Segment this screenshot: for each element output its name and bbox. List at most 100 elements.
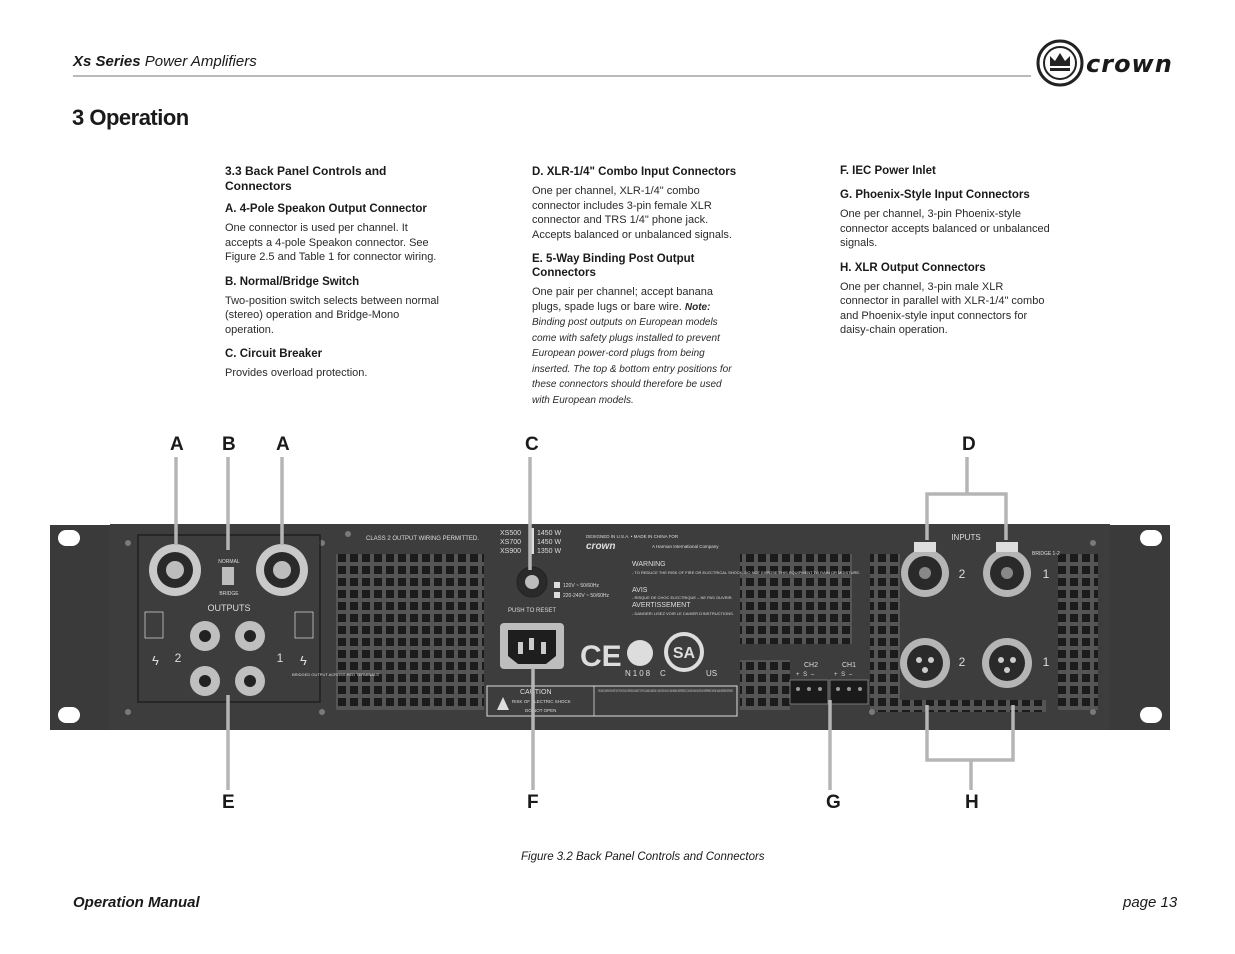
phoenix-ch1-pins: + S –	[834, 672, 853, 678]
item-g-text: One per channel, 3-pin Phoenix-style con…	[840, 208, 1050, 249]
output-xlr-ch2-label: 2	[959, 655, 966, 669]
avertissement-label: AVERTISSEMENT	[632, 602, 691, 609]
caution-text-2: DO NOT OPEN	[525, 708, 556, 713]
model-xs900: XS900	[500, 548, 521, 555]
caution-text-1: RISK OF ELECTRIC SHOCK	[512, 699, 571, 704]
crown-logo	[1036, 39, 1084, 87]
subsection-heading: 3.3 Back Panel Controls and Connectors	[225, 164, 387, 193]
caution-box	[486, 685, 738, 717]
footer-page-number: page 13	[1123, 894, 1178, 911]
text-column-2: D. XLR-1/4" Combo Input Connectors One p…	[532, 165, 742, 418]
harman-label: A Harman International Company	[652, 544, 719, 549]
panel-brand: crown	[586, 541, 615, 552]
text-column-1: 3.3 Back Panel Controls and Connectors A…	[225, 164, 440, 391]
running-header: Xs Series Power Amplifiers	[73, 53, 257, 70]
item-a-title: A. 4-Pole Speakon Output Connector	[225, 203, 427, 215]
svg-text:SA: SA	[673, 645, 696, 662]
callout-h: H	[965, 792, 979, 813]
inputs-label: INPUTS	[951, 533, 980, 542]
callout-e: E	[222, 792, 235, 813]
input-ch2-label: 2	[959, 567, 966, 581]
speakon-ch2	[149, 544, 201, 596]
vent-left	[336, 554, 484, 710]
callout-d: D	[962, 434, 976, 455]
ctick-mark	[627, 640, 653, 666]
switch-normal-label: NORMAL	[218, 559, 240, 565]
combo-input-ch2	[901, 542, 949, 597]
watts-xs700: 1450 W	[537, 539, 562, 546]
watts-xs900: 1350 W	[537, 548, 562, 555]
hazard-icon-left: ϟ	[152, 653, 159, 668]
warning-label: WARNING	[632, 561, 666, 568]
item-b-text: Two-position switch selects between norm…	[225, 294, 439, 336]
callout-b: B	[222, 434, 236, 455]
bridge-1-2-label: BRIDGE 1-2	[1032, 551, 1060, 557]
vent-bottom	[876, 700, 1046, 712]
rack-ear-right	[1110, 525, 1170, 730]
csa-mark	[664, 632, 704, 672]
callout-f: F	[527, 792, 539, 813]
wiring-table-left	[144, 611, 164, 639]
ce-mark: CE	[580, 640, 622, 673]
phoenix-ch2-label: CH2	[804, 662, 818, 669]
n108-label: N108	[625, 669, 652, 678]
phoenix-connector-ch2	[789, 679, 829, 705]
avis-text: - RISQUE DE CHOC ELECTRIQUE – NE PAS OUV…	[632, 595, 733, 600]
voltage-120-label: 120V ~ 50/60Hz	[563, 583, 599, 589]
model-xs500: XS500	[500, 530, 521, 537]
output-xlr-ch1-label: 1	[1043, 655, 1050, 669]
xlr-output-ch1	[982, 638, 1032, 688]
vent-mid	[870, 554, 900, 710]
item-e-text: One pair per channel; accept banana plug…	[532, 285, 742, 408]
series-subtitle: Power Amplifiers	[144, 53, 257, 70]
push-to-reset-label: PUSH TO RESET	[508, 608, 556, 614]
phoenix-ch2-pins: + S –	[796, 672, 815, 678]
avertissement-text: - DANGER! LISEZ VOIR LE CAHIER D'INSTRUC…	[632, 611, 734, 616]
callout-leaders	[174, 457, 1015, 790]
item-f-title: F. IEC Power Inlet	[840, 165, 936, 177]
caution-label: CAUTION	[520, 689, 552, 696]
item-d-text: One per channel, XLR-1/4" combo connecto…	[532, 185, 732, 241]
warning-triangle-icon	[497, 697, 509, 710]
class2-label: CLASS 2 OUTPUT WIRING PERMITTED.	[366, 536, 479, 542]
note-text: Binding post outputs on European models …	[532, 317, 732, 406]
vent-right	[1058, 554, 1098, 710]
binding-posts-ch1	[235, 621, 265, 696]
callout-c: C	[525, 434, 539, 455]
rack-ear-left	[50, 525, 110, 730]
watts-xs500: 1450 W	[537, 530, 562, 537]
speakon-ch1	[256, 544, 308, 596]
csa-us-label: US	[706, 669, 717, 678]
series-name: Xs Series	[73, 53, 141, 70]
brand-wordmark: crown	[1086, 50, 1173, 78]
hazard-icon-right: ϟ	[300, 653, 307, 668]
callout-a-right: A	[276, 434, 290, 455]
crown-icon	[1050, 53, 1070, 66]
combo-input-ch1	[983, 542, 1031, 597]
input-ch1-label: 1	[1043, 567, 1050, 581]
item-c-text: Provides overload protection.	[225, 367, 368, 379]
item-h-title: H. XLR Output Connectors	[840, 261, 986, 274]
figure-caption: Figure 3.2 Back Panel Controls and Conne…	[521, 851, 765, 863]
section-title: 3 Operation	[72, 105, 189, 130]
avis-label: AVIS	[632, 587, 648, 594]
item-d-title: D. XLR-1/4" Combo Input Connectors	[532, 166, 737, 178]
phoenix-connector-ch1	[829, 679, 869, 705]
output-ch2-label: 2	[175, 651, 182, 665]
voltage-220-label: 220-240V ~ 50/60Hz	[563, 593, 610, 599]
item-b-title: B. Normal/Bridge Switch	[225, 275, 360, 288]
item-e-title: E. 5-Way Binding Post Output Connectors	[532, 253, 695, 279]
wiring-table-right	[294, 611, 314, 639]
vent-center-top	[740, 554, 852, 644]
callout-g: G	[826, 792, 841, 813]
xlr-output-ch2	[900, 638, 950, 688]
csa-c-label: C	[660, 669, 666, 678]
item-h-text: One per channel, 3-pin male XLR connecto…	[840, 280, 1045, 337]
bridged-output-label: BRIDGED OUTPUT ACROSS RED TERMINALS	[292, 672, 379, 677]
normal-bridge-switch	[222, 567, 234, 585]
phoenix-ch1-label: CH1	[842, 662, 856, 669]
output-ch1-label: 1	[277, 651, 284, 665]
item-c-title: C. Circuit Breaker	[225, 348, 323, 360]
text-column-3: F. IEC Power Inlet G. Phoenix-Style Inpu…	[840, 164, 1050, 348]
